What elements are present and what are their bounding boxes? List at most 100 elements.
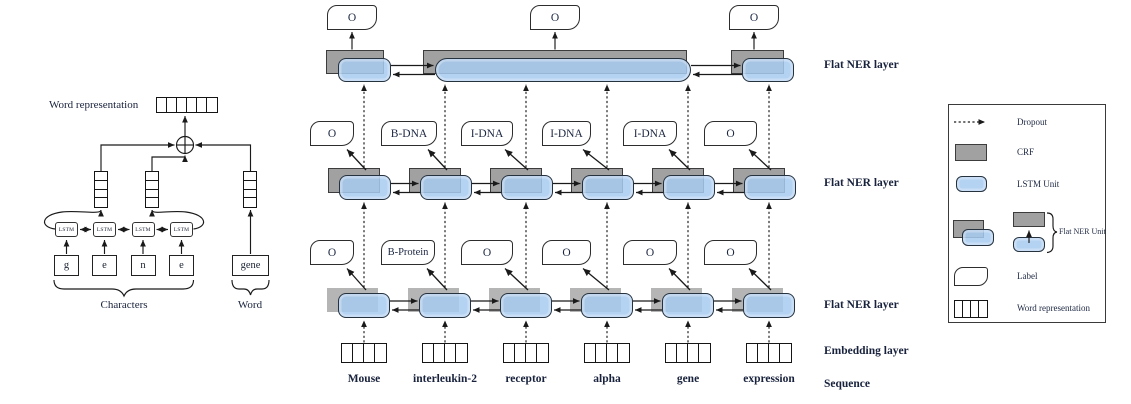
label-text: B-DNA [390,127,428,140]
lstm-unit-l1-3 [500,293,552,318]
sequence-word-3: receptor [505,373,547,385]
embedding-box-1 [341,343,387,363]
legend-lstm-label: LSTM Unit [1017,179,1060,189]
char-n: n [140,260,146,271]
embedding-box-2 [422,343,468,363]
legend-label-swatch [954,267,988,286]
lstm-unit-l1-1 [338,293,390,318]
lstm-unit-l1-4 [581,293,633,318]
word-representation-title: Word representation [49,99,139,111]
label-text: I-DNA [633,127,667,140]
label-text: O [726,127,735,140]
label-l2-5: I-DNA [623,121,677,146]
embedding-box-5 [665,343,711,363]
legend-flatner-label: Flat NER Unit [1059,227,1106,236]
legend-wordrep-swatch [954,300,988,318]
label-l1-3: O [461,240,513,265]
embedding-box-4 [584,343,630,363]
char-e: e [102,260,107,271]
lstm-cell-label: LSTM [135,226,151,233]
label-text: B-Protein [387,247,429,258]
embedding-box-6 [746,343,792,363]
characters-caption: Characters [100,299,148,311]
lstm-unit-l3-merged [435,58,691,82]
lstm-unit-l2-5 [663,175,715,200]
char-g: g [63,260,70,271]
lstm-unit-l2-1 [339,175,391,200]
label-l2-4: I-DNA [542,121,591,146]
label-l2-2: B-DNA [381,121,437,146]
lstm-unit-l2-2 [420,175,472,200]
label-l2-6: O [704,121,757,146]
lstm-unit-l2-6 [744,175,796,200]
legend-label-label: Label [1017,271,1038,281]
char-box-e1: e [92,255,117,276]
lstm-unit-l1-6 [743,293,795,318]
word-gene: gene [240,260,261,271]
label-top-3: O [729,5,779,30]
char-backward-vector [145,171,159,208]
word-box-gene: gene [232,255,269,276]
label-top-2: O [530,5,580,30]
char-lstm-cell-2: LSTM [93,222,116,237]
lstm-cell-label: LSTM [58,226,75,233]
char-box-n: n [130,255,156,276]
label-text: O [645,246,655,259]
char-lstm-cell-3: LSTM [131,222,155,237]
label-text: O [562,246,571,259]
lstm-unit-l3-right [742,58,794,82]
label-l2-3: I-DNA [461,121,513,146]
label-l1-2: B-Protein [381,240,435,265]
sequence-word-1: Mouse [347,373,381,385]
label-text: O [327,246,337,259]
char-box-e2: e [169,255,194,276]
label-l1-4: O [542,240,591,265]
lstm-cell-label: LSTM [96,226,113,233]
label-l2-1: O [310,121,354,146]
lstm-unit-l1-2 [419,293,471,318]
layer-label-flat-ner-mid: Flat NER layer [824,177,899,189]
label-text: O [347,11,357,24]
char-lstm-cell-4: LSTM [170,222,193,237]
legend-lstm-swatch [956,176,987,192]
lstm-unit-l3-left [338,58,391,82]
layer-label-flat-ner-bottom: Flat NER layer [824,299,899,311]
label-text: O [482,246,492,259]
sequence-word-4: alpha [593,373,621,385]
layer-label-embedding: Embedding layer [824,345,909,357]
char-lstm-cell-1: LSTM [55,222,78,237]
legend-flatner-blue-swatch [962,229,994,246]
lstm-unit-l1-5 [662,293,714,318]
word-representation-vector [156,97,218,113]
label-text: I-DNA [550,127,583,140]
legend-crf-swatch [955,144,987,161]
sequence-word-5: gene [676,373,700,385]
legend-dropout-label: Dropout [1017,117,1047,127]
legend-flatner-crf-part [1013,212,1045,227]
label-text: I-DNA [470,127,504,140]
word-embedding-vector [243,171,257,208]
label-text: O [749,11,759,24]
layer-label-flat-ner-top: Flat NER layer [824,59,899,71]
label-text: O [327,127,337,140]
legend-flatner-lstm-part [1013,237,1045,252]
lstm-unit-l2-3 [501,175,553,200]
embedding-box-3 [503,343,549,363]
label-l1-1: O [310,240,354,265]
label-text: O [726,246,735,259]
char-e: e [179,260,184,271]
legend-wordrep-label: Word representation [1017,303,1090,313]
lstm-cell-label: LSTM [173,226,190,233]
label-top-1: O [327,5,377,30]
label-l1-6: O [704,240,757,265]
sequence-word-2: interleukin-2 [413,373,477,385]
lstm-unit-l2-4 [582,175,634,200]
layer-label-sequence: Sequence [824,378,870,390]
legend-crf-label: CRF [1017,147,1035,157]
char-box-g: g [54,255,79,276]
sequence-word-6: expression [743,373,795,385]
word-caption: Word [237,299,263,311]
label-l1-5: O [623,240,677,265]
char-forward-vector [94,171,108,208]
